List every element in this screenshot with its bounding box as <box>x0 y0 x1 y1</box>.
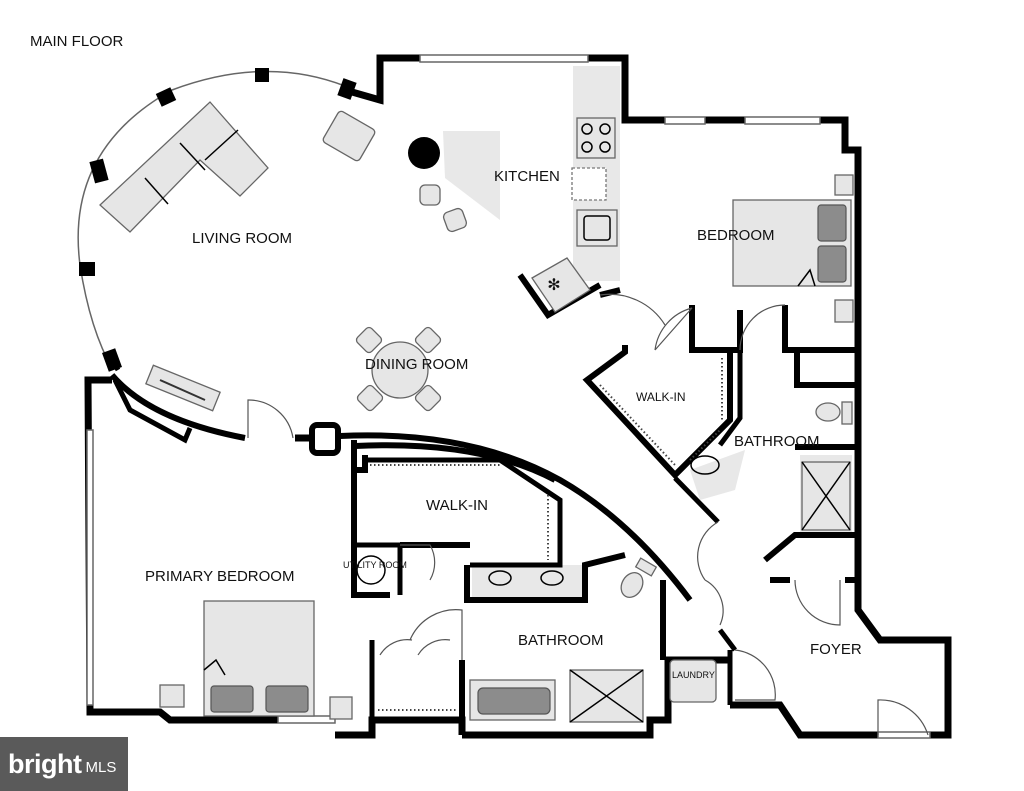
bar-stool <box>442 207 468 233</box>
bathroom-sink <box>690 455 720 475</box>
bed <box>203 600 315 717</box>
bright-mls-logo: bright MLS <box>0 737 128 791</box>
bar-stool <box>419 184 441 206</box>
sectional-sofa <box>99 101 269 233</box>
label-dining-room: DINING ROOM <box>365 356 468 373</box>
windows <box>86 54 931 739</box>
label-bathroom-2: BATHROOM <box>518 632 604 649</box>
nightstand <box>159 684 185 708</box>
plan-title: MAIN FLOOR <box>30 33 124 50</box>
nightstand <box>834 174 854 196</box>
round-table <box>408 137 440 169</box>
shower <box>569 669 644 723</box>
floor-tiles <box>443 66 852 598</box>
label-walk-in-2: WALK-IN <box>426 497 488 514</box>
label-bedroom: BEDROOM <box>697 227 775 244</box>
logo-suffix: MLS <box>85 758 117 776</box>
bed <box>732 199 852 287</box>
refrigerator: ✻ <box>531 257 591 313</box>
label-living-room: LIVING ROOM <box>192 230 292 247</box>
closet-rods <box>370 464 549 560</box>
kitchen-sink <box>576 209 618 247</box>
shower <box>801 461 851 531</box>
nightstand <box>329 696 353 720</box>
stove <box>576 117 616 159</box>
tv-console <box>145 364 221 412</box>
logo-brand: bright <box>8 748 82 779</box>
double-vanity <box>488 570 564 586</box>
bathtub <box>469 679 556 721</box>
toilet <box>815 401 853 425</box>
doors <box>247 293 929 736</box>
nightstand <box>834 299 854 323</box>
label-utility-room: UTILITY ROOM <box>343 560 407 570</box>
svg-text:✻: ✻ <box>547 277 560 294</box>
label-walk-in-1: WALK-IN <box>636 390 686 404</box>
interior-walls <box>109 273 858 720</box>
armchair <box>322 110 376 162</box>
water-heater <box>356 555 386 585</box>
washer-dryer <box>669 659 717 703</box>
label-foyer: FOYER <box>810 641 862 658</box>
window-piers <box>79 68 357 372</box>
closet-rods <box>599 358 723 466</box>
label-bathroom-1: BATHROOM <box>734 433 820 450</box>
toilet <box>620 557 658 598</box>
label-primary-bedroom: PRIMARY BEDROOM <box>145 568 294 585</box>
label-laundry: LAUNDRY <box>672 670 715 680</box>
dining-table <box>355 326 442 412</box>
label-kitchen: KITCHEN <box>494 168 560 185</box>
room-labels: MAIN FLOOR LIVING ROOM KITCHEN BEDROOM D… <box>30 33 862 680</box>
dishwasher <box>571 167 607 201</box>
